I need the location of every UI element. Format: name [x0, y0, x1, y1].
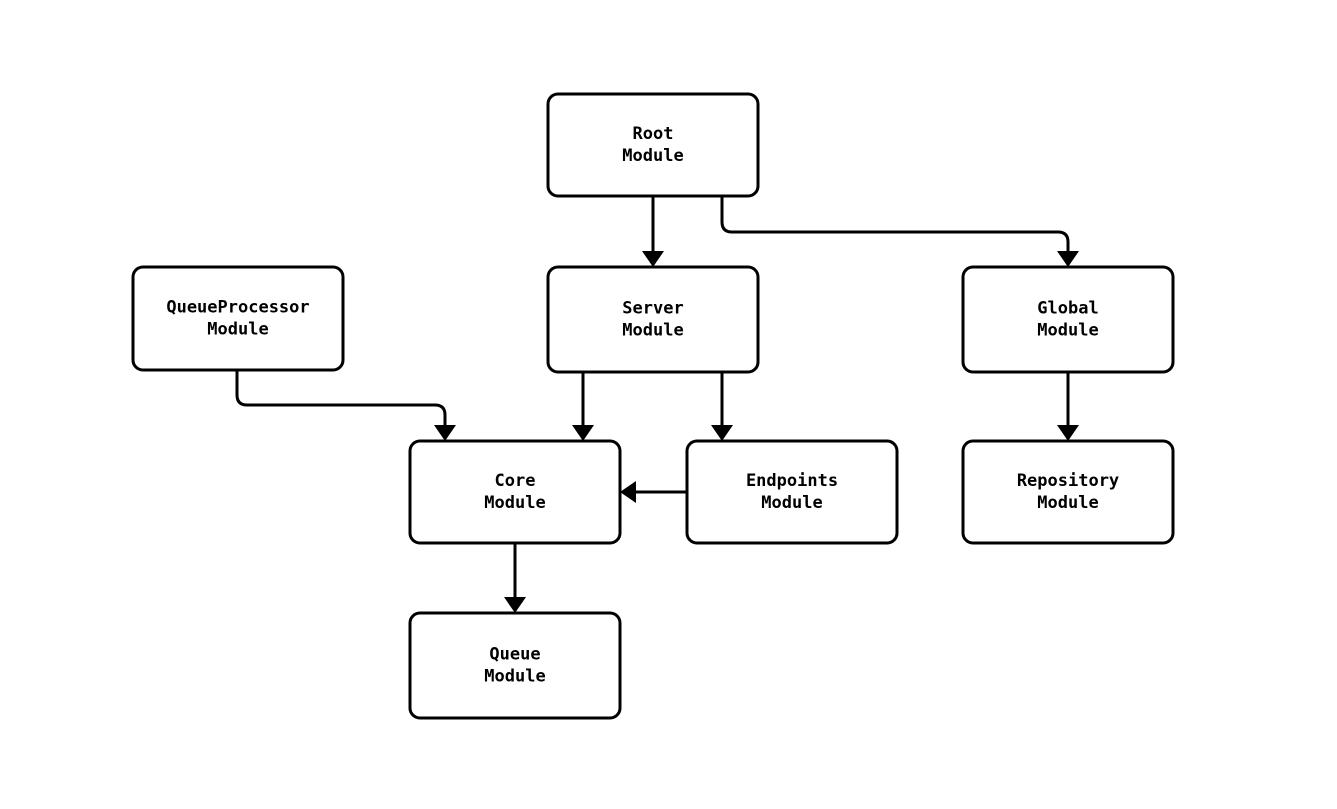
- edges-layer: [235, 196, 1079, 613]
- edge-root-to-global-arrowhead-icon: [1057, 251, 1079, 267]
- queueprocessor-module-node-box[interactable]: [131, 265, 345, 372]
- edge-server-to-core-arrowhead-icon: [572, 425, 594, 441]
- edge-root-to-server-arrowhead-icon: [642, 251, 664, 267]
- core-module-node-box[interactable]: [408, 439, 622, 545]
- edge-server-to-core: [572, 372, 594, 441]
- edge-root-to-global-line: [720, 196, 1070, 251]
- edge-server-to-endpoints: [711, 372, 733, 441]
- edge-core-to-queue-arrowhead-icon: [504, 597, 526, 613]
- edge-endpoints-to-core-arrowhead-icon: [620, 481, 636, 503]
- edge-queueprocessor-to-core-line: [235, 370, 447, 425]
- edge-global-to-repository-arrowhead-icon: [1057, 425, 1079, 441]
- server-module-node-box[interactable]: [546, 265, 760, 374]
- edge-server-to-endpoints-arrowhead-icon: [711, 425, 733, 441]
- global-module-node-box[interactable]: [961, 265, 1175, 374]
- queue-module-node-box[interactable]: [408, 611, 622, 720]
- edge-queueprocessor-to-core-arrowhead-icon: [434, 425, 456, 441]
- edge-root-to-server: [642, 196, 664, 267]
- endpoints-module-node-box[interactable]: [685, 439, 899, 545]
- repository-module-node-box[interactable]: [961, 439, 1175, 545]
- edge-core-to-queue: [504, 543, 526, 613]
- edge-root-to-global: [720, 196, 1079, 267]
- root-module-node-box[interactable]: [546, 92, 760, 198]
- edge-global-to-repository: [1057, 372, 1079, 441]
- edge-queueprocessor-to-core: [235, 370, 456, 441]
- edge-endpoints-to-core: [620, 481, 687, 503]
